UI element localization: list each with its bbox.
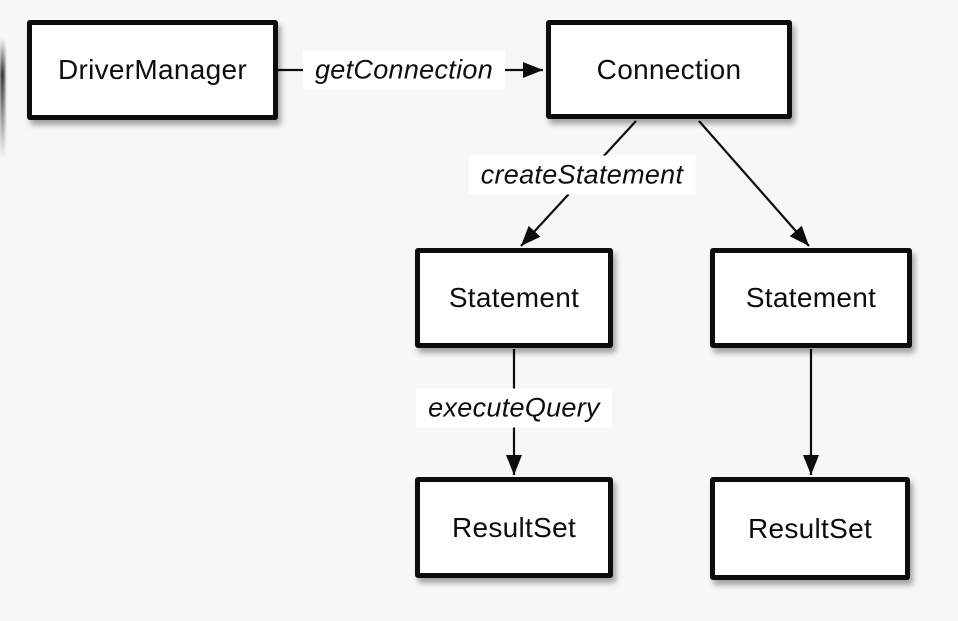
node-label: DriverManager (57, 54, 248, 85)
node-driver-manager: DriverManager (27, 20, 278, 120)
node-resultset-right: ResultSet (710, 477, 910, 580)
edge-connection-to-statement-right-line (698, 120, 810, 247)
node-connection: Connection (546, 20, 792, 119)
edge-label-createstatement: createStatement (468, 155, 696, 195)
node-label: Connection (596, 53, 742, 85)
edge-label-getconnection: getConnection (302, 50, 506, 90)
node-label: Statement (448, 282, 580, 313)
node-statement-left: Statement (415, 248, 613, 348)
node-statement-right: Statement (710, 248, 912, 348)
left-edge-artifact (0, 38, 5, 158)
node-label: ResultSet (747, 512, 873, 544)
edge-label-executequery: executeQuery (416, 388, 612, 428)
node-label: Statement (745, 282, 877, 313)
node-resultset-left: ResultSet (415, 477, 613, 578)
node-label: ResultSet (451, 511, 577, 543)
